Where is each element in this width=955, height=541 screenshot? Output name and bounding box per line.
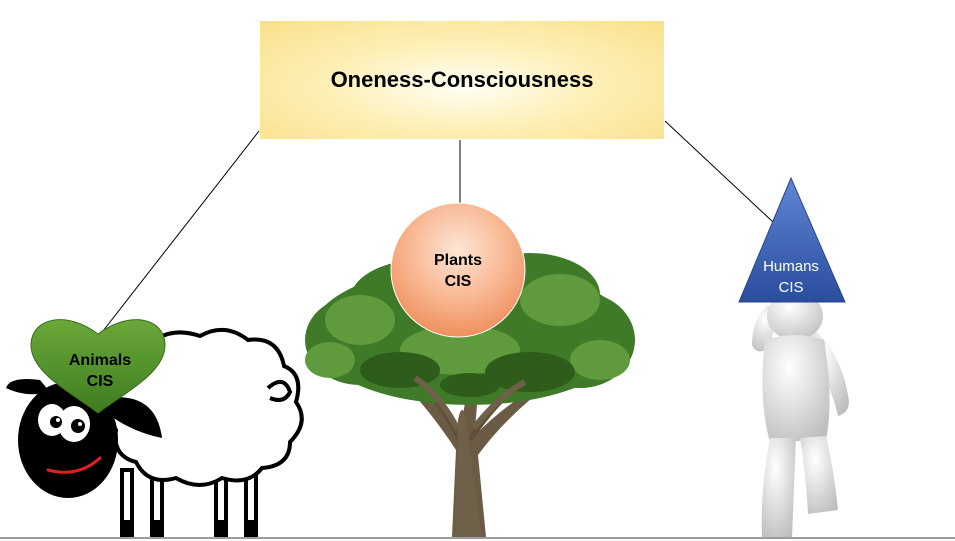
diagram-title: Oneness-Consciousness <box>330 67 594 92</box>
circle-icon <box>390 202 526 338</box>
animals-label-line2: CIS <box>86 373 114 390</box>
oneness-consciousness-box: Oneness-Consciousness <box>260 21 664 139</box>
connector-humans <box>664 120 774 223</box>
connector-animals <box>102 130 260 332</box>
humans-label-line1: Humans <box>763 258 819 275</box>
human-figure-illustration <box>752 292 849 537</box>
animals-label-line1: Animals <box>68 352 132 369</box>
baseline-divider <box>0 537 955 539</box>
heart-icon <box>30 319 166 414</box>
humans-cis-label: Humans CIS <box>740 256 842 298</box>
plants-label-line1: Plants <box>433 252 482 269</box>
plants-label-line2: CIS <box>444 273 472 290</box>
humans-label-line2: CIS <box>778 279 804 296</box>
triangle-icon <box>738 176 846 303</box>
plants-cis-label: Plants CIS <box>392 250 524 292</box>
animals-cis-label: Animals CIS <box>55 350 145 392</box>
